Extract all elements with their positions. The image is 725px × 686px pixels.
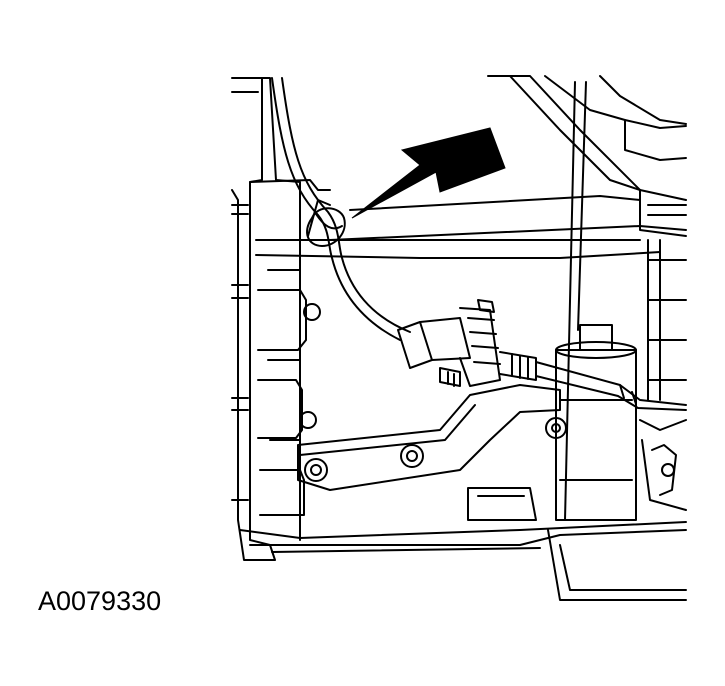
mounting-bracket [297,303,561,491]
wiring-harness [271,77,411,341]
electrical-connector [397,299,687,411]
valve-body-housing [329,75,687,521]
oil-pan [467,419,687,601]
transmission-case [231,77,687,561]
figure-id-label: A0079330 [38,586,162,616]
arrow-icon [351,127,506,219]
actuator-cylinder [545,324,637,521]
